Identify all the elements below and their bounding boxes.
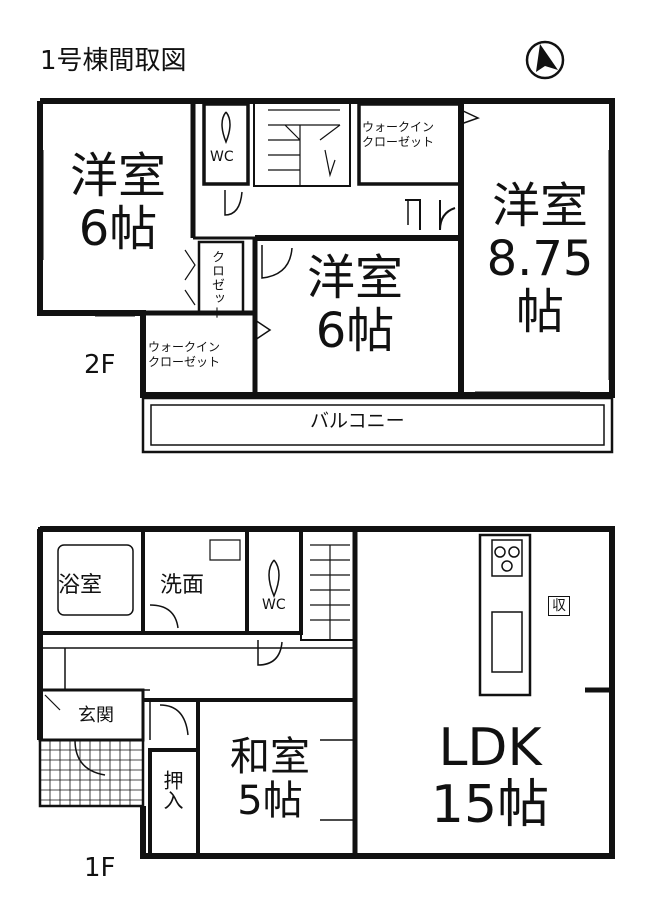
room-unit: 帖 — [515, 283, 564, 340]
room-western-center: 洋室 6帖 — [290, 252, 420, 358]
balcony-label: バルコニー — [310, 410, 405, 432]
room-name: 和室 — [230, 734, 310, 780]
room-size: 6帖 — [315, 302, 395, 359]
entrance-label: 玄関 — [78, 705, 114, 726]
room-size: 5帖 — [237, 778, 303, 824]
washroom-label: 洗面 — [160, 573, 205, 598]
room-japanese: 和室 5帖 — [215, 735, 325, 823]
walkin-closet-left: ウォークイン クローゼット — [148, 340, 221, 369]
floor-label-1f: 1F — [84, 853, 116, 883]
room-western-left: 洋室 6帖 — [58, 150, 178, 256]
closet-label: クロゼット — [209, 250, 224, 320]
floor-label-2f: 2F — [84, 350, 116, 380]
plan-title: 1号棟間取図 — [40, 46, 187, 76]
room-name: LDK — [438, 718, 542, 778]
second-floor-plan — [37, 98, 615, 454]
room-western-right: 洋室 8.75 帖 — [470, 180, 610, 338]
room-name: 洋室 — [69, 148, 166, 204]
room-size: 6帖 — [78, 200, 158, 257]
room-size: 15帖 — [430, 775, 550, 836]
storage-box-label: 収 — [548, 596, 570, 616]
room-name: 洋室 — [491, 178, 588, 234]
first-floor-plan — [37, 526, 615, 859]
room-name: 洋室 — [306, 250, 403, 306]
room-size: 8.75 — [486, 230, 594, 287]
bath-label: 浴室 — [58, 573, 103, 598]
walkin-closet-top: ウォークイン クローゼット — [362, 120, 435, 149]
room-ldk: LDK 15帖 — [405, 718, 575, 836]
compass-icon — [525, 40, 565, 80]
wc-2f-label: WC — [210, 149, 234, 165]
wc-1f-label: WC — [262, 597, 286, 613]
storage-label: 押入 — [160, 770, 184, 810]
